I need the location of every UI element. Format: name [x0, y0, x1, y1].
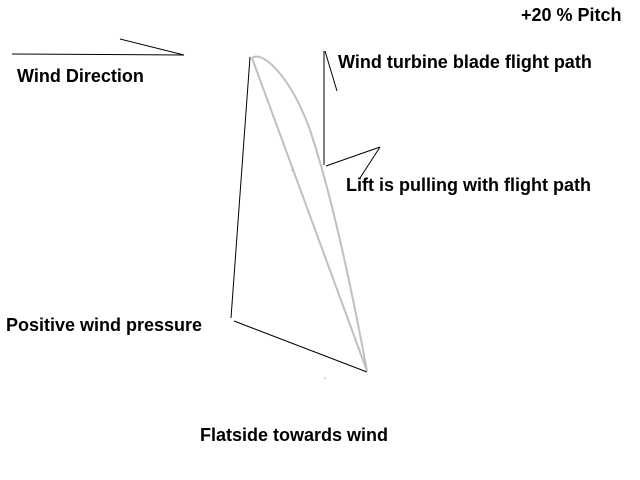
positive-pressure-label: Positive wind pressure [6, 315, 203, 335]
pressure-diagonal-line [233, 320, 368, 373]
stray-dot [324, 377, 326, 379]
wind-arrow-head [119, 38, 185, 56]
wind-direction-label: Wind Direction [17, 66, 144, 86]
pitch-label: +20 % Pitch [521, 5, 622, 25]
flight-path-pointer-tick [324, 50, 338, 92]
lift-label: Lift is pulling with flight path [346, 175, 591, 195]
blade-flight-path-label: Wind turbine blade flight path [338, 52, 592, 72]
lift-pointer [325, 146, 381, 179]
blade-profile [251, 55, 368, 372]
wind-direction-arrow [11, 38, 185, 56]
lift-pointer-lower [359, 146, 381, 179]
lift-pointer-upper [325, 146, 381, 167]
flight-path-pointer [323, 50, 338, 165]
positive-pressure-pointer [230, 56, 368, 373]
flatside-label: Flatside towards wind [200, 425, 389, 445]
pressure-vertical-line [230, 56, 251, 319]
stray-dot [291, 169, 293, 171]
blade-outline-curved [251, 55, 368, 372]
blade-flat-side [251, 57, 368, 372]
wind-arrow-shaft [11, 53, 185, 56]
